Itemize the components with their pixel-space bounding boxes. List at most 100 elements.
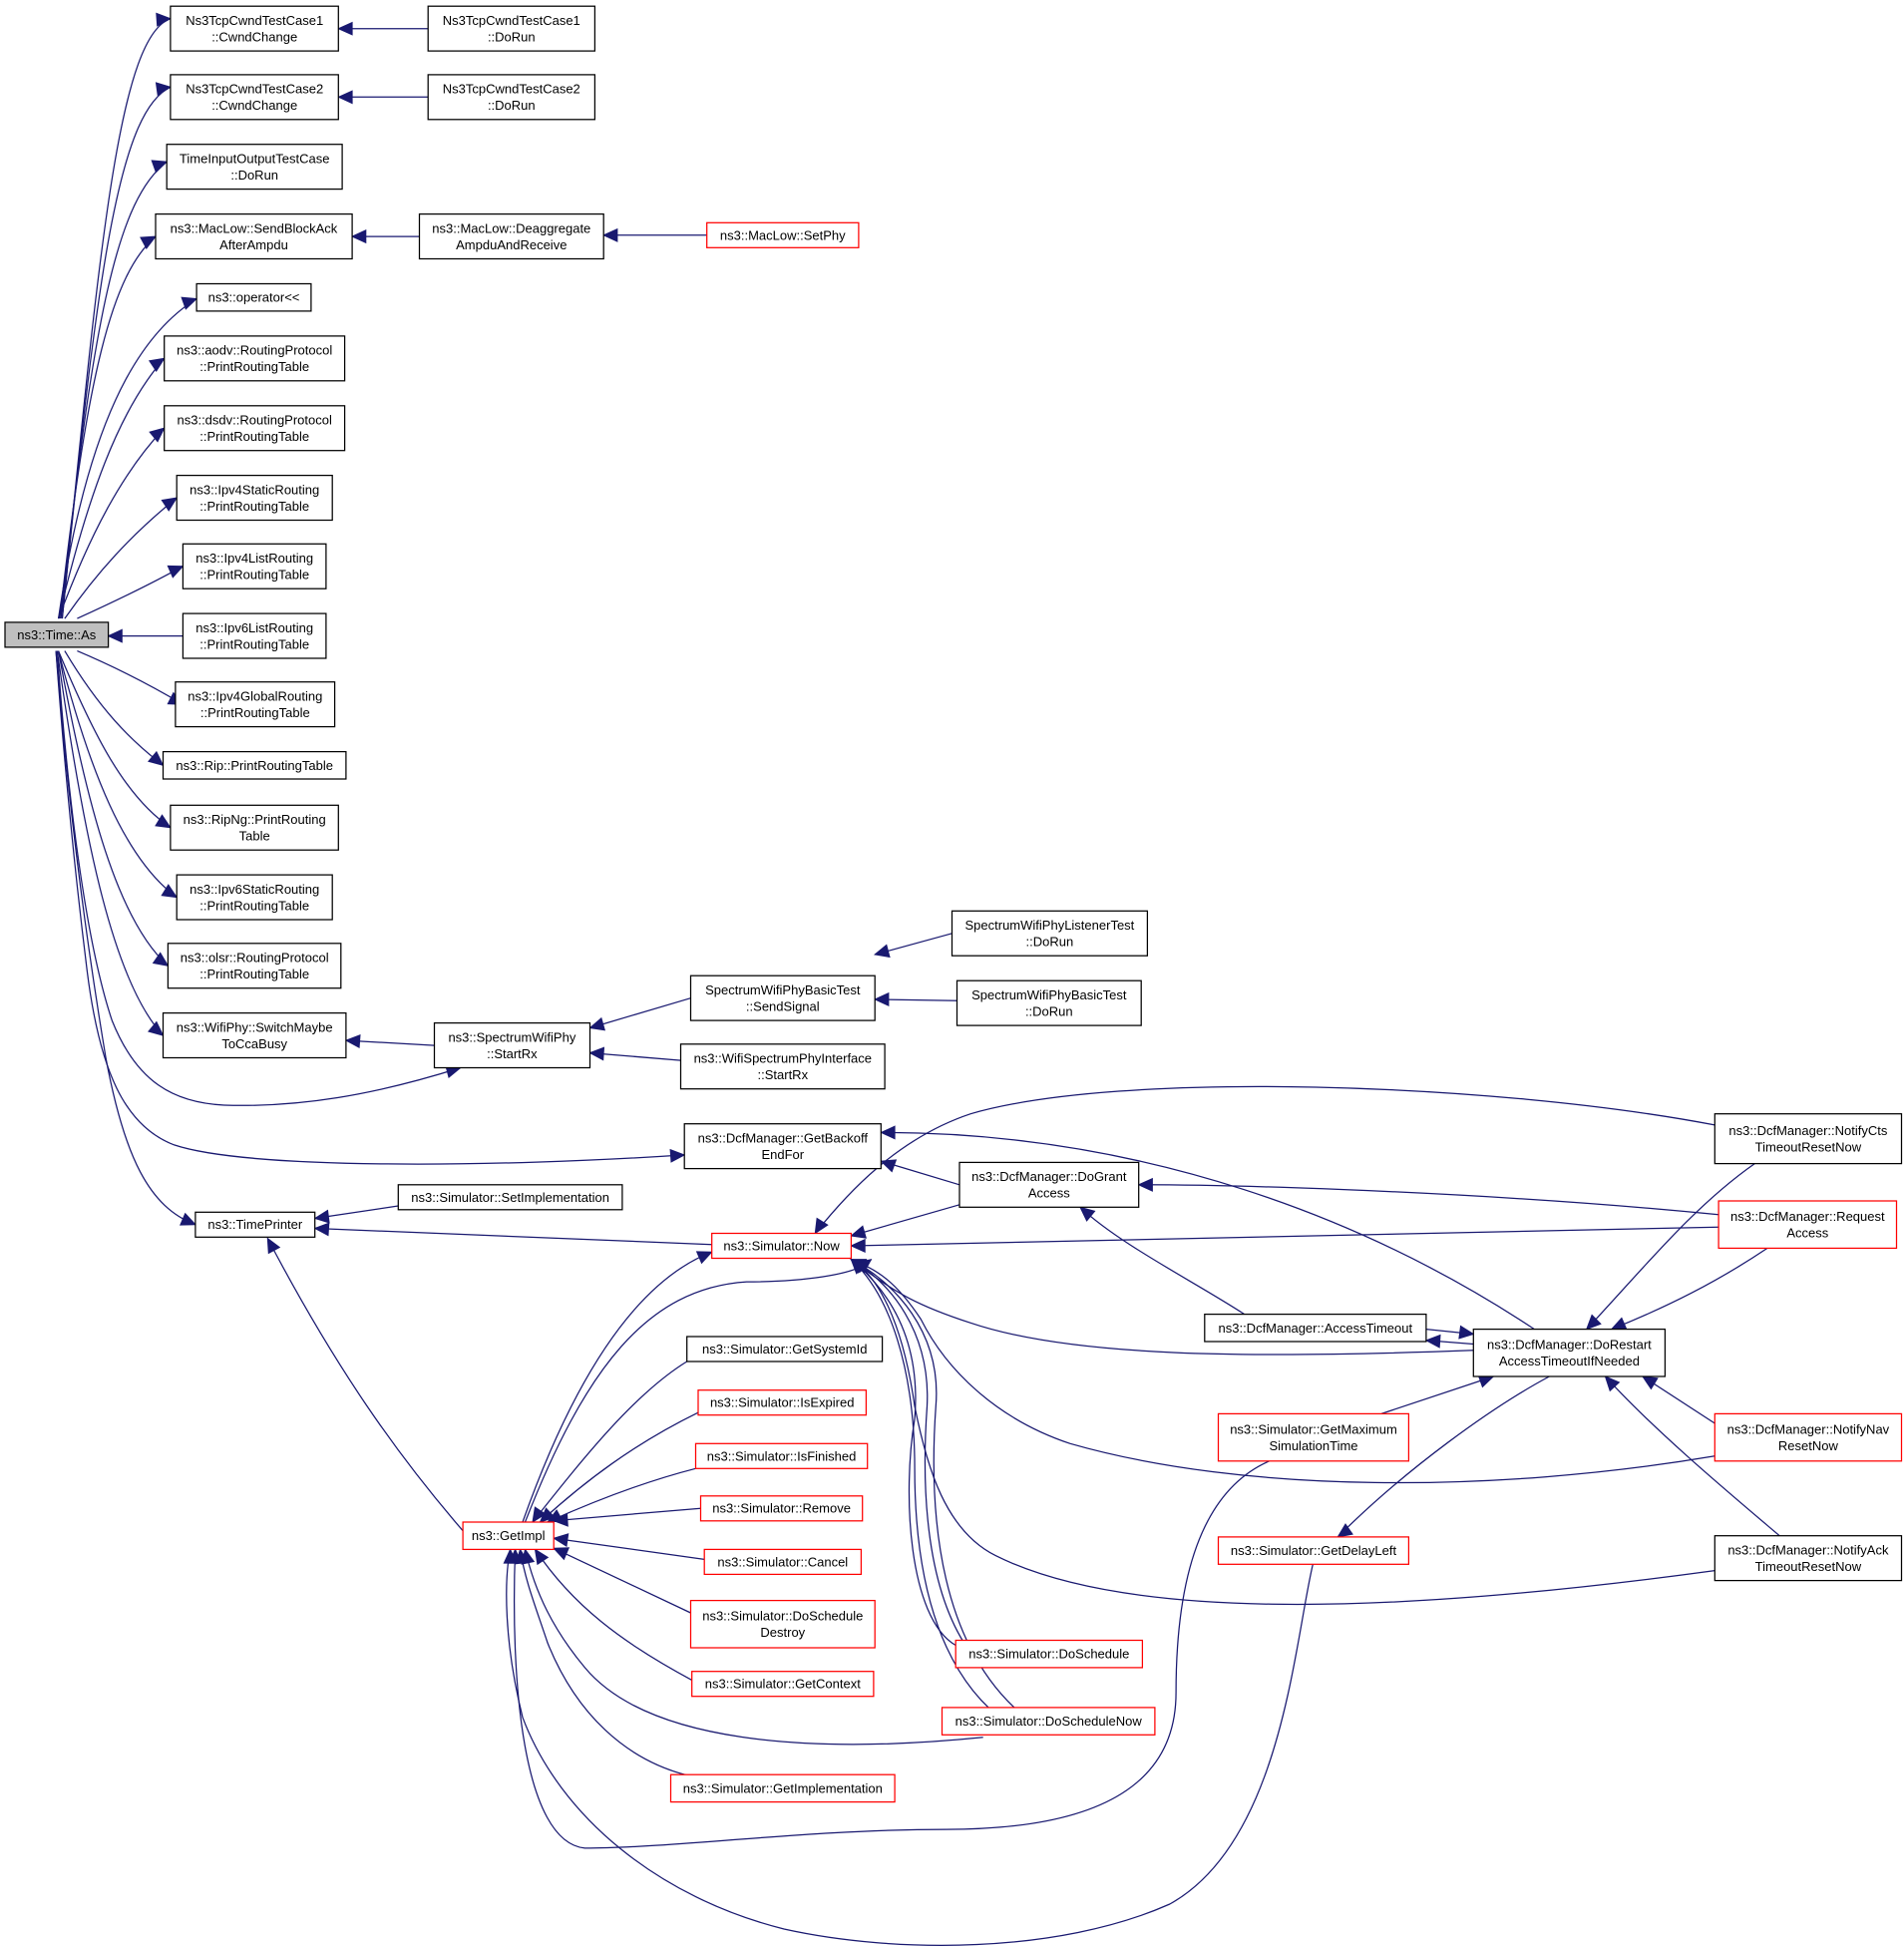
arrowhead-icon [553, 1533, 570, 1548]
node-cwnd2-run[interactable]: Ns3TcpCwndTestCase2::DoRun [427, 74, 596, 121]
node-getcontext[interactable]: ns3::Simulator::GetContext [691, 1671, 875, 1698]
call-edge [503, 1548, 1314, 1946]
node-label: ns3::Simulator::GetSystemId [702, 1342, 867, 1357]
arrowhead-icon [588, 1016, 605, 1031]
node-basic-run[interactable]: SpectrumWifiPhyBasicTest::DoRun [955, 979, 1142, 1026]
arrowhead-icon [1424, 1334, 1441, 1349]
node-ipv4global[interactable]: ns3::Ipv4GlobalRouting::PrintRoutingTabl… [175, 681, 336, 728]
call-edge [553, 1547, 691, 1614]
arrowhead-icon [155, 82, 173, 97]
call-edge [59, 235, 158, 619]
node-isfinished[interactable]: ns3::Simulator::IsFinished [694, 1442, 869, 1469]
node-aodv[interactable]: ns3::aodv::RoutingProtocol::PrintRouting… [164, 335, 346, 382]
node-getimpl[interactable]: ns3::GetImpl [462, 1521, 555, 1551]
node-label: ::PrintRoutingTable [199, 636, 309, 651]
call-edge [55, 650, 197, 1226]
node-doschedule[interactable]: ns3::Simulator::DoSchedule [954, 1639, 1144, 1669]
node-label: ::PrintRoutingTable [200, 705, 310, 720]
node-doschedulenow[interactable]: ns3::Simulator::DoScheduleNow [941, 1707, 1156, 1736]
node-label: Ns3TcpCwndTestCase1 [186, 13, 323, 28]
node-getdelayleft[interactable]: ns3::Simulator::GetDelayLeft [1217, 1536, 1410, 1565]
call-edge-line [881, 1131, 1535, 1331]
node-label: ::CwndChange [211, 98, 297, 113]
node-getimplementation[interactable]: ns3::Simulator::GetImplementation [669, 1773, 896, 1803]
node-label: TimeoutResetNow [1755, 1559, 1862, 1574]
node-sendsignal[interactable]: SpectrumWifiPhyBasicTest::SendSignal [689, 974, 876, 1021]
arrowhead-icon [313, 1209, 330, 1224]
node-accesstimeout[interactable]: ns3::DcfManager::AccessTimeout [1204, 1313, 1427, 1343]
node-setphy[interactable]: ns3::MacLow::SetPhy [706, 221, 860, 248]
call-edge-line [57, 650, 169, 967]
node-cwnd1-run[interactable]: Ns3TcpCwndTestCase1::DoRun [427, 5, 596, 52]
node-box [1714, 1113, 1903, 1165]
call-edge-line [524, 1259, 872, 1523]
node-listener-run[interactable]: SpectrumWifiPhyListenerTest::DoRun [951, 910, 1149, 957]
call-edge-line [64, 497, 178, 619]
node-label: Access [1028, 1186, 1070, 1201]
node-dorestart[interactable]: ns3::DcfManager::DoRestartAccessTimeoutI… [1472, 1328, 1667, 1377]
arrowhead-icon [880, 1125, 896, 1140]
node-box [1217, 1536, 1410, 1565]
call-edge-line [1642, 1375, 1718, 1426]
node-notifycts[interactable]: ns3::DcfManager::NotifyCtsTimeoutResetNo… [1714, 1113, 1903, 1165]
node-operator[interactable]: ns3::operator<< [195, 282, 312, 312]
call-edge-line [851, 1259, 1474, 1356]
call-edge-line [1605, 1375, 1780, 1537]
node-time-as[interactable]: ns3::Time::As [4, 621, 110, 648]
node-box [711, 1232, 853, 1260]
node-remove[interactable]: ns3::Simulator::Remove [699, 1495, 864, 1522]
node-box [182, 543, 327, 589]
node-isexpired[interactable]: ns3::Simulator::IsExpired [697, 1389, 868, 1416]
node-ripng[interactable]: ns3::RipNg::PrintRoutingTable [170, 804, 339, 851]
node-ipv4list[interactable]: ns3::Ipv4ListRouting::PrintRoutingTable [182, 543, 327, 589]
arrowhead-icon [149, 427, 166, 443]
call-edge-line [522, 1251, 712, 1523]
node-ipv6static[interactable]: ns3::Ipv6StaticRouting::PrintRoutingTabl… [176, 874, 333, 921]
node-cwnd2[interactable]: Ns3TcpCwndTestCase2::CwndChange [170, 74, 339, 121]
node-label: ::PrintRoutingTable [199, 568, 309, 583]
node-ipv6list[interactable]: ns3::Ipv6ListRouting::PrintRoutingTable [182, 612, 327, 659]
call-edge-line [64, 650, 164, 766]
node-cancel[interactable]: ns3::Simulator::Cancel [703, 1548, 863, 1576]
arrowhead-icon [850, 1225, 867, 1239]
arrowhead-icon [1585, 1314, 1602, 1331]
node-label: TimeInputOutputTestCase [180, 151, 330, 166]
call-edge [515, 1548, 710, 1780]
node-label: ns3::TimePrinter [207, 1217, 303, 1232]
node-dsdv[interactable]: ns3::dsdv::RoutingProtocol::PrintRouting… [164, 405, 346, 452]
node-label: Destroy [760, 1625, 805, 1640]
node-wifispectrum[interactable]: ns3::WifiSpectrumPhyInterface::StartRx [679, 1043, 886, 1090]
node-ipv4static[interactable]: ns3::Ipv4StaticRouting::PrintRoutingTabl… [176, 474, 333, 522]
node-cwnd1[interactable]: Ns3TcpCwndTestCase1::CwndChange [170, 5, 339, 52]
call-edge [588, 997, 691, 1031]
node-setimpl[interactable]: ns3::Simulator::SetImplementation [397, 1184, 623, 1211]
call-edge [1380, 1374, 1495, 1414]
node-box [170, 5, 339, 52]
node-box [162, 1011, 347, 1059]
node-label: SpectrumWifiPhyListenerTest [965, 918, 1135, 933]
node-label: ::SendSignal [746, 998, 820, 1013]
call-edge-line [524, 1549, 983, 1746]
node-rip[interactable]: ns3::Rip::PrintRoutingTable [162, 750, 347, 780]
call-edge-line [1079, 1206, 1246, 1316]
arrowhead-icon [1079, 1206, 1096, 1222]
node-getsystemid[interactable]: ns3::Simulator::GetSystemId [686, 1336, 884, 1363]
call-edge-line [850, 1259, 1008, 1725]
call-edge-line [59, 235, 157, 619]
node-label: Access [1786, 1226, 1828, 1241]
node-timeprinter[interactable]: ns3::TimePrinter [194, 1211, 316, 1238]
node-now[interactable]: ns3::Simulator::Now [711, 1232, 853, 1260]
node-notifyack[interactable]: ns3::DcfManager::NotifyAckTimeoutResetNo… [1714, 1535, 1903, 1582]
node-olsr[interactable]: ns3::olsr::RoutingProtocol::PrintRouting… [167, 943, 342, 989]
node-timeio[interactable]: TimeInputOutputTestCase::DoRun [166, 144, 343, 191]
node-spectrum-startrx[interactable]: ns3::SpectrumWifiPhy::StartRx [433, 1021, 591, 1069]
